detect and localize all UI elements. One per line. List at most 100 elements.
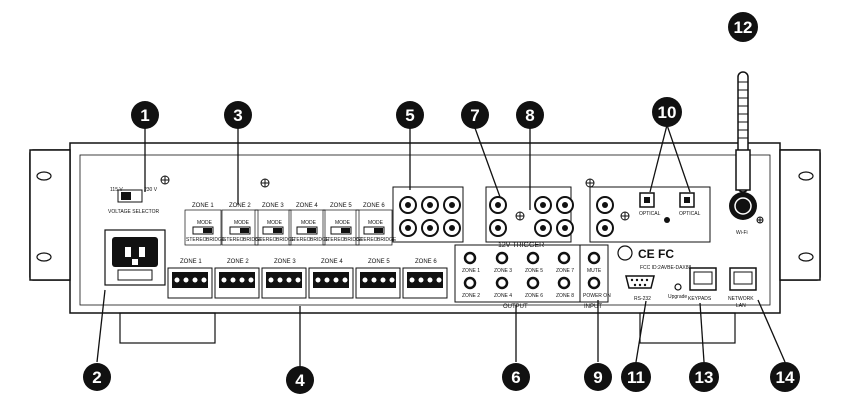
trigger-jack-icon bbox=[587, 276, 601, 290]
callout-6-number: 6 bbox=[511, 368, 520, 387]
rca-jack-icon bbox=[534, 196, 552, 214]
optical-2-label: OPTICAL bbox=[679, 211, 701, 217]
callout-1: 1 bbox=[131, 101, 159, 129]
trigger-zone-1-label: ZONE 1 bbox=[462, 268, 480, 274]
network-lan-port: NETWORK LAN bbox=[728, 267, 757, 309]
screw-icon bbox=[515, 211, 525, 221]
zone-6-terminal-label: ZONE 6 bbox=[415, 259, 437, 265]
trigger-zone-4-label: ZONE 4 bbox=[494, 293, 512, 299]
zone-3-mode-switch: ZONE 3 MODE STEREO BRIDGE bbox=[254, 203, 296, 246]
wifi-antenna: Wi-Fi bbox=[729, 71, 764, 236]
callout-6: 6 bbox=[502, 363, 530, 391]
bridge-label: BRIDGE bbox=[377, 237, 397, 243]
rack-hole-icon bbox=[798, 171, 814, 181]
screw-icon bbox=[160, 175, 170, 185]
trigger-jack-icon bbox=[526, 276, 540, 290]
callout-10: 10 bbox=[652, 97, 682, 127]
screw-icon bbox=[585, 178, 595, 188]
zone-2-mode-label: ZONE 2 bbox=[229, 203, 251, 209]
zone-2-terminal-label: ZONE 2 bbox=[227, 259, 249, 265]
rs232-port: RS-232 bbox=[625, 275, 655, 302]
trigger-zone-6-label: ZONE 6 bbox=[525, 293, 543, 299]
callout-10-number: 10 bbox=[658, 103, 677, 122]
input-label: INPUT bbox=[584, 304, 602, 310]
rack-hole-icon bbox=[36, 171, 52, 181]
trigger-zone-5-label: ZONE 5 bbox=[525, 268, 543, 274]
trigger-jack-icon bbox=[463, 251, 477, 265]
callout-badges: 1 2 3 4 5 6 7 8 9 10 11 12 13 14 bbox=[83, 12, 800, 394]
zone-mode-switches: ZONE 1 MODE STEREO BRIDGE ZONE 2 MODE ST… bbox=[184, 203, 397, 246]
zone-6-mode-label: ZONE 6 bbox=[363, 203, 385, 209]
stereo-label: STEREO bbox=[324, 237, 345, 243]
bridge-label: BRIDGE bbox=[243, 237, 263, 243]
wifi-label: Wi-Fi bbox=[736, 230, 748, 236]
callout-1-number: 1 bbox=[140, 106, 149, 125]
optical-port-icon bbox=[679, 192, 695, 208]
zone-2-mode-switch: ZONE 2 MODE STEREO BRIDGE bbox=[221, 203, 263, 246]
zone-1-mode-switch: ZONE 1 MODE STEREO BRIDGE bbox=[184, 203, 226, 246]
rca-jack-icon bbox=[556, 196, 574, 214]
stereo-label: STEREO bbox=[186, 237, 207, 243]
ac-power-inlet bbox=[104, 229, 166, 286]
fcc-id-label: FCC ID:2AVBE-DAX88 bbox=[640, 265, 692, 271]
callout-9-number: 9 bbox=[593, 368, 602, 387]
zone-2-speaker-terminal: ZONE 2 bbox=[214, 259, 260, 299]
callout-4-number: 4 bbox=[295, 371, 305, 390]
trigger-zone-7-label: ZONE 7 bbox=[556, 268, 574, 274]
stereo-label: STEREO bbox=[256, 237, 277, 243]
trigger-jack-icon bbox=[526, 251, 540, 265]
rca-jack-icon bbox=[556, 219, 574, 237]
mode-label: MODE bbox=[335, 220, 351, 226]
mode-label: MODE bbox=[368, 220, 384, 226]
optical-port-icon bbox=[639, 192, 655, 208]
rack-hole-icon bbox=[36, 252, 52, 262]
rca-jack-icon bbox=[489, 196, 507, 214]
bridge-label: BRIDGE bbox=[276, 237, 296, 243]
certification-marks: CE FC FCC ID:2AVBE-DAX88 bbox=[617, 245, 692, 271]
trigger-jack-icon bbox=[557, 251, 571, 265]
lan-label: LAN bbox=[736, 303, 746, 309]
zone-5-speaker-terminal: ZONE 5 bbox=[355, 259, 401, 299]
screw-icon bbox=[620, 211, 630, 221]
optical-1-label: OPTICAL bbox=[639, 211, 661, 217]
trigger-jack-icon bbox=[557, 276, 571, 290]
voltage-selector: 115 V 230 V VOLTAGE SELECTOR bbox=[108, 187, 160, 215]
zone-4-mode-label: ZONE 4 bbox=[296, 203, 318, 209]
callout-8-number: 8 bbox=[525, 106, 534, 125]
zone-5-terminal-label: ZONE 5 bbox=[368, 259, 390, 265]
power-on-label: POWER ON bbox=[583, 293, 611, 299]
zone-1-mode-label: ZONE 1 bbox=[192, 203, 214, 209]
rca-jack-icon bbox=[596, 196, 614, 214]
mode-label: MODE bbox=[301, 220, 317, 226]
rca-jacks: OPTICAL OPTICAL bbox=[392, 186, 711, 243]
zone-1-speaker-terminal: ZONE 1 bbox=[167, 259, 213, 299]
rca-jack-icon bbox=[399, 196, 417, 214]
callout-7-number: 7 bbox=[470, 106, 479, 125]
zone-4-terminal-label: ZONE 4 bbox=[321, 259, 343, 265]
voltage-230-label: 230 V bbox=[144, 187, 158, 193]
callout-2: 2 bbox=[83, 363, 111, 391]
network-label: NETWORK bbox=[728, 296, 754, 302]
mode-label: MODE bbox=[197, 220, 213, 226]
voltage-115-label: 115 V bbox=[110, 187, 123, 193]
speaker-terminals: ZONE 1 ZONE 2 ZONE 3 ZONE 4 ZONE 5 bbox=[167, 259, 448, 299]
bridge-label: BRIDGE bbox=[344, 237, 364, 243]
rca-jack-icon bbox=[534, 219, 552, 237]
callout-7: 7 bbox=[461, 101, 489, 129]
callout-2-number: 2 bbox=[92, 368, 101, 387]
zone-3-mode-label: ZONE 3 bbox=[262, 203, 284, 209]
keypads-label: KEYPADS bbox=[688, 296, 712, 302]
callout-14: 14 bbox=[770, 362, 800, 392]
rca-jack-icon bbox=[443, 196, 461, 214]
rack-hole-icon bbox=[798, 252, 814, 262]
callout-5-number: 5 bbox=[405, 106, 414, 125]
rca-jack-icon bbox=[421, 219, 439, 237]
zone-5-mode-label: ZONE 5 bbox=[330, 203, 352, 209]
voltage-selector-label: VOLTAGE SELECTOR bbox=[108, 209, 160, 215]
ce-fc-marks: CE FC bbox=[638, 247, 674, 261]
callout-5: 5 bbox=[396, 101, 424, 129]
callout-9: 9 bbox=[584, 363, 612, 391]
keypads-port: KEYPADS bbox=[688, 267, 717, 302]
rca-jack-icon bbox=[489, 219, 507, 237]
